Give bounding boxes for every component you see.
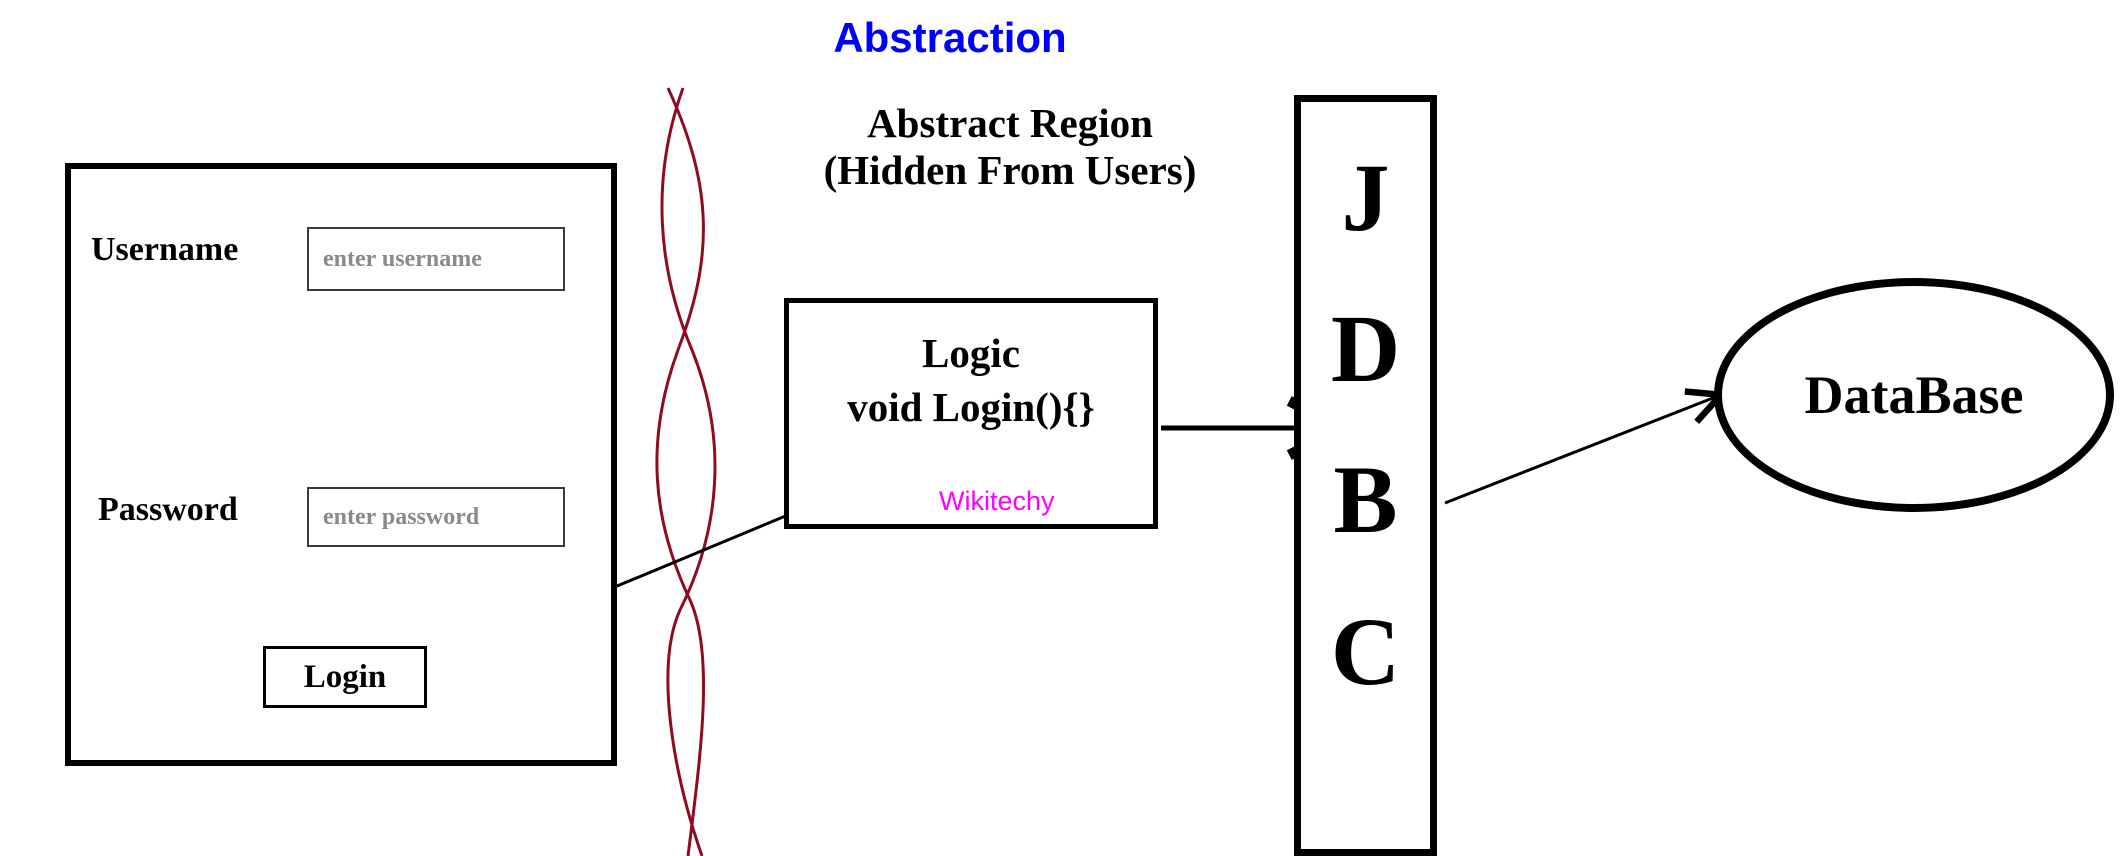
- username-input[interactable]: [307, 227, 565, 291]
- jdbc-letter-j: J: [1341, 144, 1390, 251]
- diagram-title: Abstraction: [833, 14, 1067, 61]
- abstract-region-line2: (Hidden From Users): [823, 147, 1197, 194]
- password-input[interactable]: [307, 487, 565, 547]
- arrow-jdbc-to-database: [1444, 396, 1718, 505]
- jdbc-box: J D B C: [1294, 95, 1437, 856]
- jdbc-letter-c: C: [1330, 597, 1401, 705]
- logic-title: Logic: [922, 330, 1020, 376]
- logic-box: Logic void Login(){} Wikitechy: [784, 298, 1158, 529]
- logic-method-signature: void Login(){}: [847, 384, 1095, 430]
- login-form-box: Username Password Login: [65, 163, 617, 766]
- login-button[interactable]: Login: [263, 646, 427, 708]
- abstract-region-heading: Abstract Region (Hidden From Users): [760, 100, 1260, 194]
- jdbc-letter-d: D: [1330, 295, 1401, 403]
- database-label: DataBase: [1804, 365, 2024, 425]
- password-label: Password: [98, 491, 238, 528]
- jdbc-letter-b: B: [1333, 446, 1398, 554]
- database-ellipse: DataBase: [1714, 278, 2114, 512]
- username-label: Username: [91, 231, 239, 268]
- separator-wave: [655, 87, 717, 856]
- abstract-region-line1: Abstract Region: [867, 100, 1153, 146]
- watermark-text: Wikitechy: [939, 486, 1055, 516]
